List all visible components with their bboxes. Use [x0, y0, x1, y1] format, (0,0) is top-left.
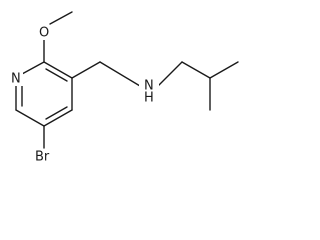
bromine-label: Br [35, 150, 50, 165]
bond-c2-c3 [43, 61, 73, 79]
ring-nitrogen-label: N [11, 72, 21, 87]
atom-br: Br [33, 149, 57, 165]
double-bond-c4-c5-inner [45, 106, 68, 120]
atom-o-methoxy: O [37, 25, 51, 41]
chemical-structure-diagram: O N N H Br [9, 11, 239, 165]
amine-hydrogen-label: H [144, 91, 154, 106]
bond-n1-c2 [21, 61, 45, 75]
atom-nh-amine: N H [139, 79, 159, 106]
atom-n-ring: N [9, 71, 23, 87]
methoxy-oxygen-label: O [39, 26, 49, 41]
bond-c5-c6 [15, 109, 45, 127]
bond-n-ch2 [157, 61, 183, 87]
bond-ch2-n [99, 61, 141, 87]
bond-o-ch3 [49, 11, 73, 25]
isobutylaminomethyl-chain [71, 61, 239, 111]
methoxy-group [43, 11, 73, 63]
bond-ch2-ch [181, 61, 211, 79]
bond-ch-ch3-up [209, 61, 239, 79]
pyridine-ring [15, 61, 73, 127]
double-bond-c2-c3-inner [45, 68, 68, 82]
amine-nitrogen-label: N [144, 79, 154, 94]
bond-c3-ch2 [71, 61, 101, 79]
bond-c4-c5 [43, 109, 73, 127]
